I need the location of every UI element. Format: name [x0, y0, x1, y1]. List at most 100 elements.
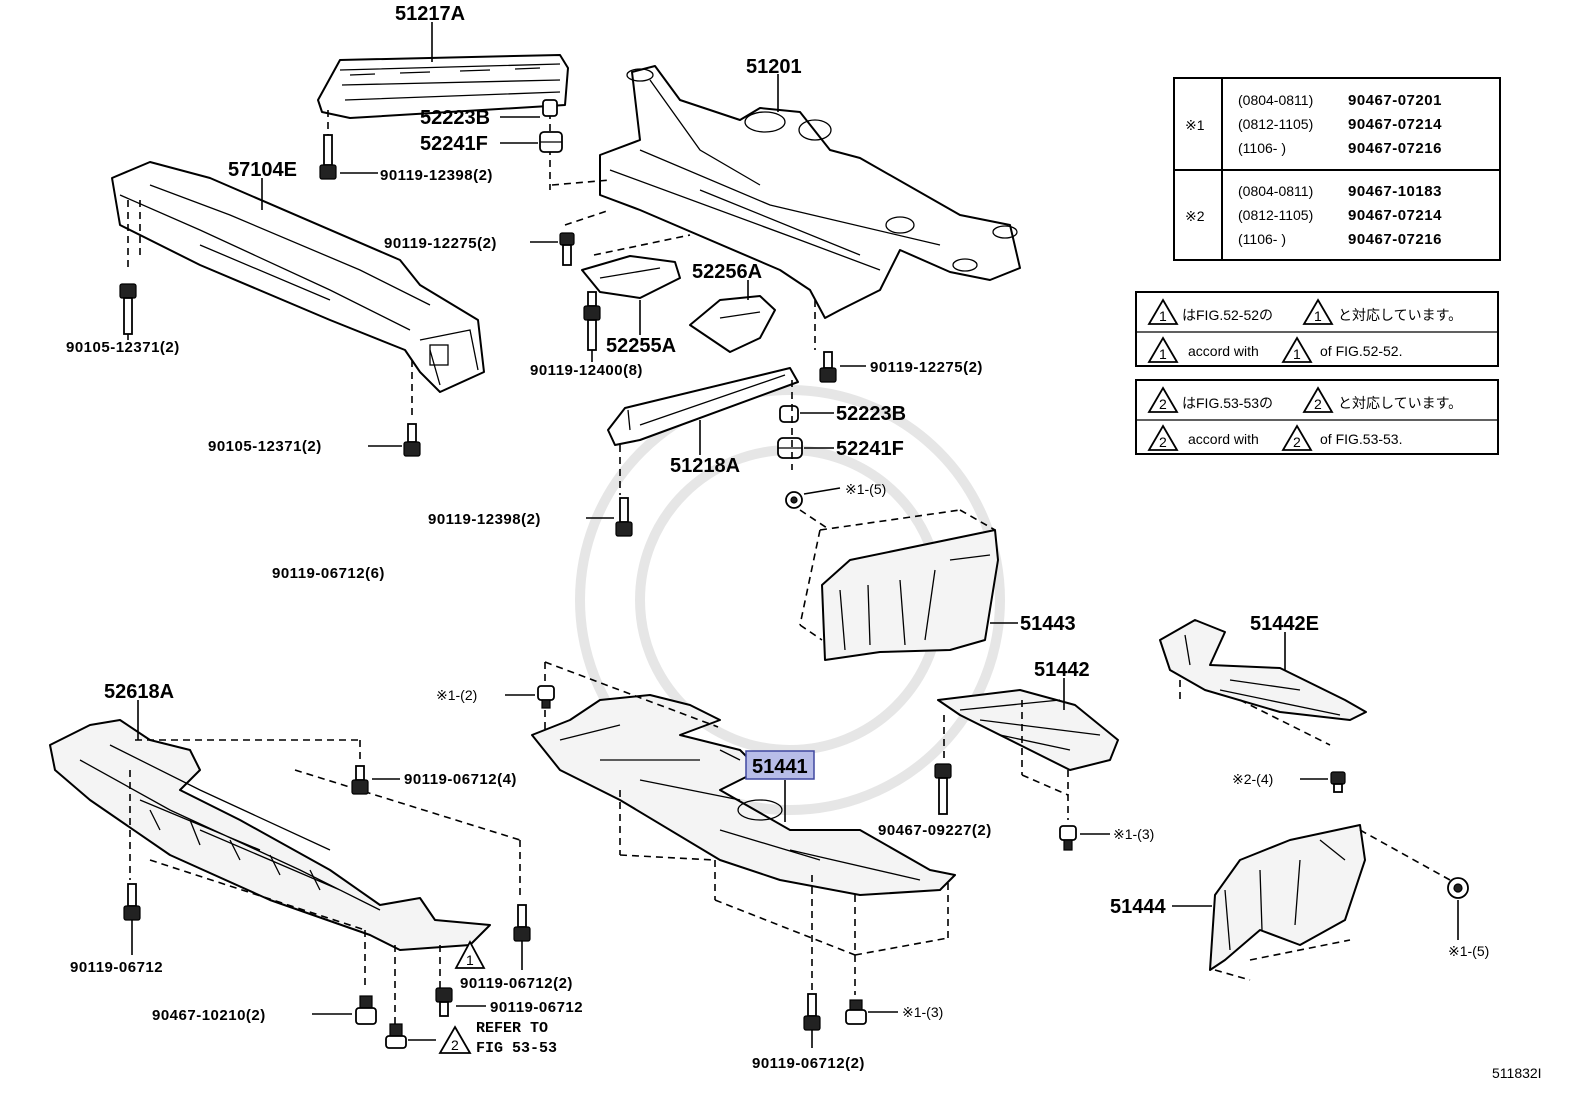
bolt-90119-06712-4[interactable]	[351, 765, 369, 795]
label-51444: 51444	[1110, 896, 1166, 918]
label-51443: 51443	[1020, 613, 1076, 635]
clip-mark1-5-bottom[interactable]	[1447, 877, 1469, 899]
svg-text:2: 2	[1159, 434, 1167, 450]
clip-mark1-5-top[interactable]	[785, 491, 803, 509]
part-51442-cover[interactable]	[937, 689, 1119, 771]
label-mark1-5-top: ※1-(5)	[845, 481, 886, 497]
label-51201: 51201	[746, 56, 802, 78]
label-90105-12371-b: 90105-12371(2)	[208, 438, 322, 455]
label-52256A: 52256A	[692, 261, 762, 283]
label-90119-06712-left: 90119-06712	[70, 959, 163, 976]
label-mark1-3-right: ※1-(3)	[1113, 826, 1154, 842]
svg-text:of FIG.52-52.: of FIG.52-52.	[1320, 343, 1402, 359]
table-group-mark-2: ※2	[1185, 208, 1205, 224]
clip-mark1-2[interactable]	[537, 685, 555, 709]
label-refer-to: REFER TO	[476, 1020, 548, 1037]
part-51441-undercover[interactable]	[531, 694, 956, 896]
table-group-mark-1: ※1	[1185, 117, 1205, 133]
label-52241F-mid: 52241F	[836, 438, 904, 460]
svg-text:2: 2	[1159, 396, 1167, 412]
label-51441-highlight	[745, 750, 815, 780]
bolt-90119-12275-left[interactable]	[559, 232, 575, 266]
table-range: (0812-1105)	[1238, 116, 1313, 132]
note-mark-2: 2	[438, 1025, 472, 1054]
part-52255A-bracket[interactable]	[581, 255, 681, 299]
bolt-90119-12275-right[interactable]	[819, 351, 837, 383]
svg-text:はFIG.52-52の: はFIG.52-52の	[1182, 307, 1273, 323]
label-mark1-5-bottom: ※1-(5)	[1448, 943, 1489, 959]
table-part: 90467-07201	[1348, 92, 1442, 109]
label-90119-12275-right: 90119-12275(2)	[870, 359, 983, 376]
label-51442: 51442	[1034, 659, 1090, 681]
part-51217A-bracket[interactable]	[317, 54, 569, 119]
table-part: 90467-07216	[1348, 231, 1442, 248]
label-51442E: 51442E	[1250, 613, 1319, 635]
part-52618A-front-undercover[interactable]	[49, 719, 491, 951]
bolt-90119-06712-single[interactable]	[435, 987, 453, 1017]
bolt-90119-06712-2a[interactable]	[513, 904, 531, 942]
table-part: 90467-10183	[1348, 183, 1442, 200]
bolt-90119-06712-2b[interactable]	[803, 993, 821, 1031]
table-part: 90467-07214	[1348, 207, 1442, 224]
part-51218A-bracket[interactable]	[607, 367, 799, 446]
part-52256A-bracket[interactable]	[689, 295, 776, 353]
svg-text:2: 2	[1293, 434, 1301, 450]
clip-mark2-4[interactable]	[1330, 771, 1346, 793]
label-90119-06712-2a: 90119-06712(2)	[460, 975, 573, 992]
svg-text:2: 2	[451, 1037, 459, 1053]
bolt-90467-09227[interactable]	[934, 763, 952, 815]
clip-mark1-3-right[interactable]	[1059, 825, 1077, 851]
part-57104E-crossmember-beam[interactable]	[111, 161, 485, 393]
bushing-52223B-top[interactable]	[542, 99, 558, 117]
label-51441: 51441	[752, 756, 808, 778]
label-52241F-top: 52241F	[420, 133, 488, 155]
label-mark1-2: ※1-(2)	[436, 687, 477, 703]
label-90119-12275-left: 90119-12275(2)	[384, 235, 497, 252]
label-90467-10210: 90467-10210(2)	[152, 1007, 266, 1024]
table-part: 90467-07216	[1348, 140, 1442, 157]
figure-code: 511832I	[1492, 1065, 1542, 1081]
label-mark2-4: ※2-(4)	[1232, 771, 1273, 787]
part-51444-cover[interactable]	[1209, 824, 1366, 971]
bushing-52241F-top[interactable]	[539, 131, 563, 153]
bolt-90119-12400[interactable]	[583, 291, 601, 351]
note-box-1: 1 はFIG.52-52の 1 と対応しています。 1 accord with …	[1135, 291, 1499, 367]
svg-text:1: 1	[1159, 308, 1167, 324]
bushing-52223B-mid[interactable]	[779, 405, 799, 423]
table-range: (0804-0811)	[1238, 92, 1313, 108]
table-range: (1106- )	[1238, 231, 1286, 247]
bushing-52241F-mid[interactable]	[777, 437, 803, 459]
fastener-table: ※1 ※2 (0804-0811) 90467-07201 (0812-1105…	[1173, 77, 1501, 261]
bolt-90119-06712-left[interactable]	[123, 883, 141, 921]
bolt-90105-12371-b[interactable]	[403, 423, 421, 457]
svg-text:of FIG.53-53.: of FIG.53-53.	[1320, 431, 1402, 447]
svg-text:と対応しています。: と対応しています。	[1338, 395, 1462, 411]
label-90119-12398-top: 90119-12398(2)	[380, 167, 493, 184]
label-52255A: 52255A	[606, 335, 676, 357]
note-mark-1: 1	[454, 940, 486, 969]
part-51443-cover[interactable]	[821, 529, 999, 661]
table-range: (1106- )	[1238, 140, 1286, 156]
clip-90467-10210[interactable]	[355, 995, 377, 1025]
table-range: (0812-1105)	[1238, 207, 1313, 223]
part-51201-subframe[interactable]	[599, 65, 1021, 319]
bolt-90119-12398-mid[interactable]	[615, 497, 633, 537]
bolt-90119-12398-top[interactable]	[319, 134, 337, 180]
label-refer-fig: FIG 53-53	[476, 1040, 557, 1057]
label-57104E: 57104E	[228, 159, 297, 181]
bolt-refer-fig53[interactable]	[385, 1023, 407, 1049]
label-52618A: 52618A	[104, 681, 174, 703]
label-52223B-top: 52223B	[420, 107, 490, 129]
note-box-2: 2 はFIG.53-53の 2 と対応しています。 2 accord with …	[1135, 379, 1499, 455]
svg-text:accord with: accord with	[1188, 343, 1259, 359]
bolt-90105-12371-a[interactable]	[119, 283, 137, 335]
table-range: (0804-0811)	[1238, 183, 1313, 199]
part-51442E-cover[interactable]	[1159, 619, 1367, 721]
label-90119-06712-4: 90119-06712(4)	[404, 771, 517, 788]
clip-mark1-3-bottom[interactable]	[845, 999, 867, 1025]
svg-text:2: 2	[1314, 396, 1322, 412]
svg-text:1: 1	[1293, 346, 1301, 362]
svg-text:はFIG.53-53の: はFIG.53-53の	[1182, 395, 1273, 411]
label-90119-12398-mid: 90119-12398(2)	[428, 511, 541, 528]
